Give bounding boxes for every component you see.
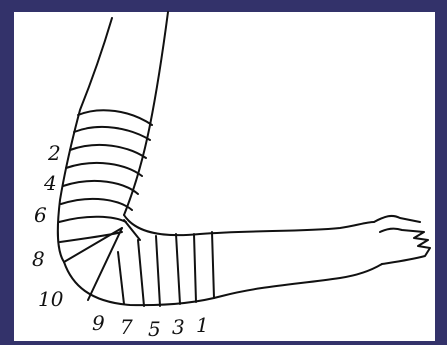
turn-label: 1 (196, 313, 209, 337)
forearm-upper-outline (124, 215, 374, 235)
bandage-turn (194, 234, 196, 302)
bandage-turn (66, 163, 142, 176)
bandage-turn (156, 236, 160, 306)
turn-label: 6 (34, 203, 47, 227)
turn-label: 7 (120, 315, 133, 339)
turn-label: 3 (172, 315, 185, 339)
turn-label: 2 (47, 141, 61, 165)
bandage-turn (74, 127, 150, 140)
hand-outline (374, 216, 430, 264)
bandage-turn (70, 145, 146, 158)
bandage-turn (118, 252, 124, 304)
upper-arm-outline (58, 18, 112, 262)
bandage-turn (176, 234, 180, 304)
bandage-turn (212, 232, 214, 298)
bandage-turn (59, 217, 126, 222)
turn-label: 5 (148, 317, 161, 341)
turn-label: 4 (43, 171, 57, 195)
turn-label: 10 (38, 287, 64, 311)
bandage-turn (78, 110, 152, 125)
turn-label: 8 (32, 247, 45, 271)
bandage-turn (138, 240, 144, 306)
turn-label: 9 (92, 311, 105, 335)
forearm-lower-outline (64, 262, 382, 305)
bandage-turn (63, 181, 138, 194)
bandage-turn (61, 199, 132, 210)
